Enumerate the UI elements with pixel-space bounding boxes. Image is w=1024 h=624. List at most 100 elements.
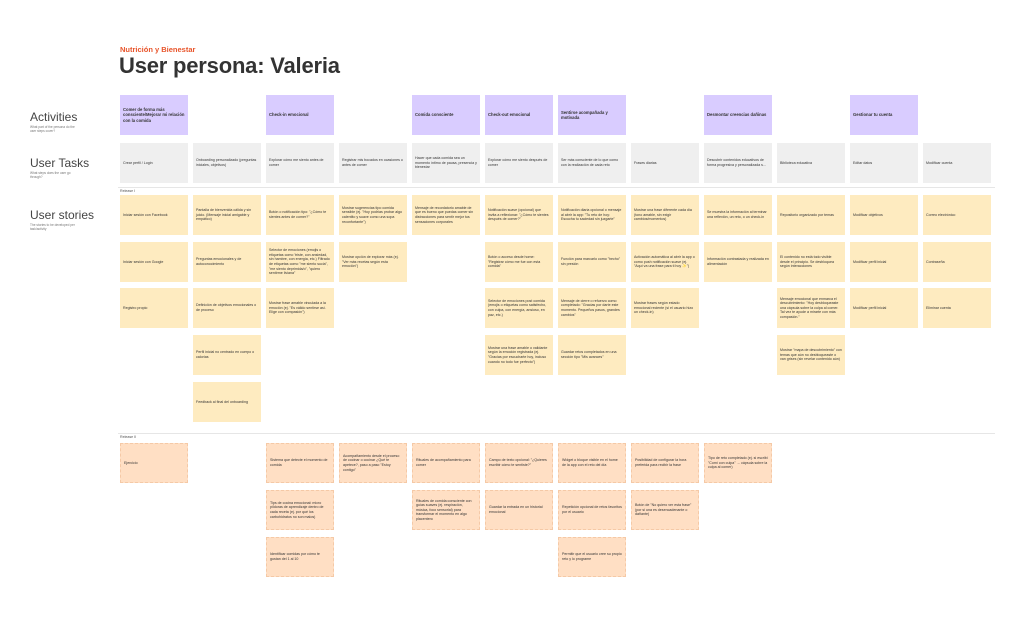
user-story-card[interactable]: Registro propio	[120, 288, 188, 328]
user-story-card[interactable]: Eliminar cuenta	[923, 288, 991, 328]
user-story-card[interactable]: Preguntas emocionales y de autoconocimie…	[193, 242, 261, 282]
user-tasks-label: User Tasks	[30, 156, 90, 170]
user-task-card[interactable]: Hacer que cada comida sea un momento ínt…	[412, 143, 480, 183]
user-story-card-text: Repetición opcional de retos favoritos p…	[562, 505, 622, 514]
user-story-card-text: Selector de emociones post comida (emoji…	[488, 298, 547, 317]
user-story-card[interactable]: Pantalla de bienvenida cálida y sin juic…	[193, 195, 261, 235]
user-story-card-text: Repositorio organizado por temas	[780, 212, 834, 217]
user-task-card[interactable]: Crear perfil / Login	[120, 143, 188, 183]
user-stories-label: User stories	[30, 208, 95, 222]
user-story-card[interactable]: Selector de emociones post comida (emoji…	[485, 288, 553, 328]
activity-card[interactable]: Comida consciente	[412, 95, 480, 135]
user-task-card[interactable]: Registrar mis bocados en ocasiones o ant…	[339, 143, 407, 183]
user-story-card[interactable]: Botón o notificación tipo: "¿Cómo te sie…	[266, 195, 334, 235]
user-story-card[interactable]: Notificación suave (opcional) que invita…	[485, 195, 553, 235]
user-task-card[interactable]: Editar datos	[850, 143, 918, 183]
user-story-card-text: Modificar perfil inicial	[853, 305, 887, 310]
user-story-card[interactable]: Correo electrónico	[923, 195, 991, 235]
user-tasks-sublabel: What steps does the user go through?	[30, 171, 71, 179]
user-story-card[interactable]: Sistema que detecte el momento de comida	[266, 443, 334, 483]
user-task-card[interactable]: Explorar cómo me siento después de comer	[485, 143, 553, 183]
user-story-card-text: Tips de cocina emocional: micro píldoras…	[270, 500, 324, 519]
user-story-card[interactable]: Campo de texto opcional: "¿Quieres escri…	[485, 443, 553, 483]
user-story-card[interactable]: Mostrar frases según estado emocional re…	[631, 288, 699, 328]
user-story-card[interactable]: Iniciar sesión con Google	[120, 242, 188, 282]
user-story-card[interactable]: Guardar la entrada en un historial emoci…	[485, 490, 553, 530]
user-story-card[interactable]: Información contrastada y realizada en a…	[704, 242, 772, 282]
user-story-card-text: Campo de texto opcional: "¿Quieres escri…	[489, 458, 547, 467]
user-story-card[interactable]: Definición de objetivos emocionales o de…	[193, 288, 261, 328]
user-story-card-text: Ejercicio	[124, 460, 138, 465]
user-story-card-text: Rituales de comida consciente con guías …	[416, 498, 472, 521]
user-story-card[interactable]: Posibilidad de configurar la hora prefer…	[631, 443, 699, 483]
user-story-card-text: Botón de "No quiero ver esta frase" (por…	[635, 503, 692, 517]
user-story-card[interactable]: El contenido no está todo visible desde …	[777, 242, 845, 282]
project-eyebrow: Nutrición y Bienestar	[120, 45, 196, 54]
user-story-card-text: Preguntas emocionales y de autoconocimie…	[196, 257, 242, 266]
user-story-card-text: Sistema que detecte el momento de comida	[270, 458, 328, 467]
user-story-card[interactable]: Widget o bloque visible en el home de la…	[558, 443, 626, 483]
user-story-card[interactable]: Selector de emociones (emojis o etiqueta…	[266, 242, 334, 282]
release-1-label: Release I	[120, 189, 136, 193]
activity-card[interactable]: Desmontar creencias dañinas	[704, 95, 772, 135]
user-task-card[interactable]: Biblioteca educativa	[777, 143, 845, 183]
activity-card[interactable]: Check-out emocional	[485, 95, 553, 135]
activity-card-text: Sentirse acompañada y motivada	[561, 109, 608, 120]
user-story-card[interactable]: Tips de cocina emocional: micro píldoras…	[266, 490, 334, 530]
user-story-card[interactable]: Ejercicio	[120, 443, 188, 483]
user-story-card-text: Botón o notificación tipo: "¿Cómo te sie…	[269, 210, 327, 219]
activity-card[interactable]: Comer de forma más consciente/Mejorar mi…	[120, 95, 188, 135]
user-story-card[interactable]: Identificar comidas por cómo te gustan d…	[266, 537, 334, 577]
user-task-card-text: Biblioteca educativa	[780, 160, 812, 165]
activity-card[interactable]: Check-in emocional	[266, 95, 334, 135]
user-story-card[interactable]: Mostrar una frase amable o validante seg…	[485, 335, 553, 375]
user-story-card-text: Posibilidad de configurar la hora prefer…	[635, 458, 687, 467]
user-story-card[interactable]: Mensaje emocional que enmarca el descubr…	[777, 288, 845, 328]
activities-label: Activities	[30, 110, 78, 124]
user-story-card[interactable]: Mostrar opción de explorar más (ej. "Ver…	[339, 242, 407, 282]
user-story-card[interactable]: Se muestra la información al terminar un…	[704, 195, 772, 235]
user-task-card[interactable]: Modificar cuenta	[923, 143, 991, 183]
user-task-card[interactable]: Explorar cómo me siento antes de comer	[266, 143, 334, 183]
user-story-card[interactable]: Mensaje de recordatorio amable de que es…	[412, 195, 480, 235]
user-story-card[interactable]: Repositorio organizado por temas	[777, 195, 845, 235]
user-story-card-text: Correo electrónico	[926, 212, 956, 217]
user-story-card[interactable]: Acompañamiento desde el proceso de cocin…	[339, 443, 407, 483]
user-story-card[interactable]: Mensaje de cierre o refuerzo como comple…	[558, 288, 626, 328]
user-story-card[interactable]: Notificación diaria opcional o mensaje a…	[558, 195, 626, 235]
user-story-card[interactable]: Modificar perfil inicial	[850, 242, 918, 282]
user-task-card-text: Onboarding personalizado (preguntas inic…	[196, 158, 257, 167]
user-story-card[interactable]: Mostrar frase amable vinculada a la emoc…	[266, 288, 334, 328]
user-story-card[interactable]: Feedback al final del onboarding	[193, 382, 261, 422]
activity-card[interactable]: Gestionar tu cuenta	[850, 95, 918, 135]
user-story-card[interactable]: Botón de "No quiero ver esta frase" (por…	[631, 490, 699, 530]
user-story-card[interactable]: Perfil inicial no centrado en cuerpo o c…	[193, 335, 261, 375]
user-task-card-text: Ser más consciente de lo que como con la…	[561, 158, 619, 167]
user-task-card[interactable]: Onboarding personalizado (preguntas inic…	[193, 143, 261, 183]
user-story-card[interactable]: Guardar retos completados en una sección…	[558, 335, 626, 375]
user-story-card-text: Definición de objetivos emocionales o de…	[196, 303, 257, 312]
user-story-card[interactable]: Tipo de reto completado (ej. si escribí …	[704, 443, 772, 483]
user-task-card-text: Crear perfil / Login	[123, 160, 153, 165]
user-story-card-text: Botón o acceso desde home: "Registrar có…	[488, 255, 541, 269]
user-story-card[interactable]: Función para marcarlo como "hecho" sin p…	[558, 242, 626, 282]
user-story-card[interactable]: Repetición opcional de retos favoritos p…	[558, 490, 626, 530]
user-story-card[interactable]: Modificar objetivos	[850, 195, 918, 235]
user-story-card[interactable]: Modificar perfil inicial	[850, 288, 918, 328]
user-task-card[interactable]: Ser más consciente de lo que como con la…	[558, 143, 626, 183]
user-story-card[interactable]: Rituales de acompañamiento para comer	[412, 443, 480, 483]
user-story-card[interactable]: Mostrar una frase diferente cada día (to…	[631, 195, 699, 235]
user-story-card[interactable]: Mostrar sugerencias tipo comida sensible…	[339, 195, 407, 235]
user-story-card[interactable]: Contraseña	[923, 242, 991, 282]
user-story-card-text: Registro propio	[123, 305, 148, 310]
user-story-card[interactable]: Iniciar sesión con Facebook	[120, 195, 188, 235]
user-task-card[interactable]: Frases diarias	[631, 143, 699, 183]
user-story-card[interactable]: Permitir que el usuario cree su propio r…	[558, 537, 626, 577]
user-story-card-text: Función para marcarlo como "hecho" sin p…	[561, 257, 621, 266]
user-story-card[interactable]: Botón o acceso desde home: "Registrar có…	[485, 242, 553, 282]
user-story-card[interactable]: Activación automática al abrir la app o …	[631, 242, 699, 282]
user-story-card[interactable]: Mostrar "mapa de descubrimiento" con tem…	[777, 335, 845, 375]
user-story-card[interactable]: Rituales de comida consciente con guías …	[412, 490, 480, 530]
user-task-card[interactable]: Descubrir contenidos educativos de forma…	[704, 143, 772, 183]
activity-card[interactable]: Sentirse acompañada y motivada	[558, 95, 626, 135]
